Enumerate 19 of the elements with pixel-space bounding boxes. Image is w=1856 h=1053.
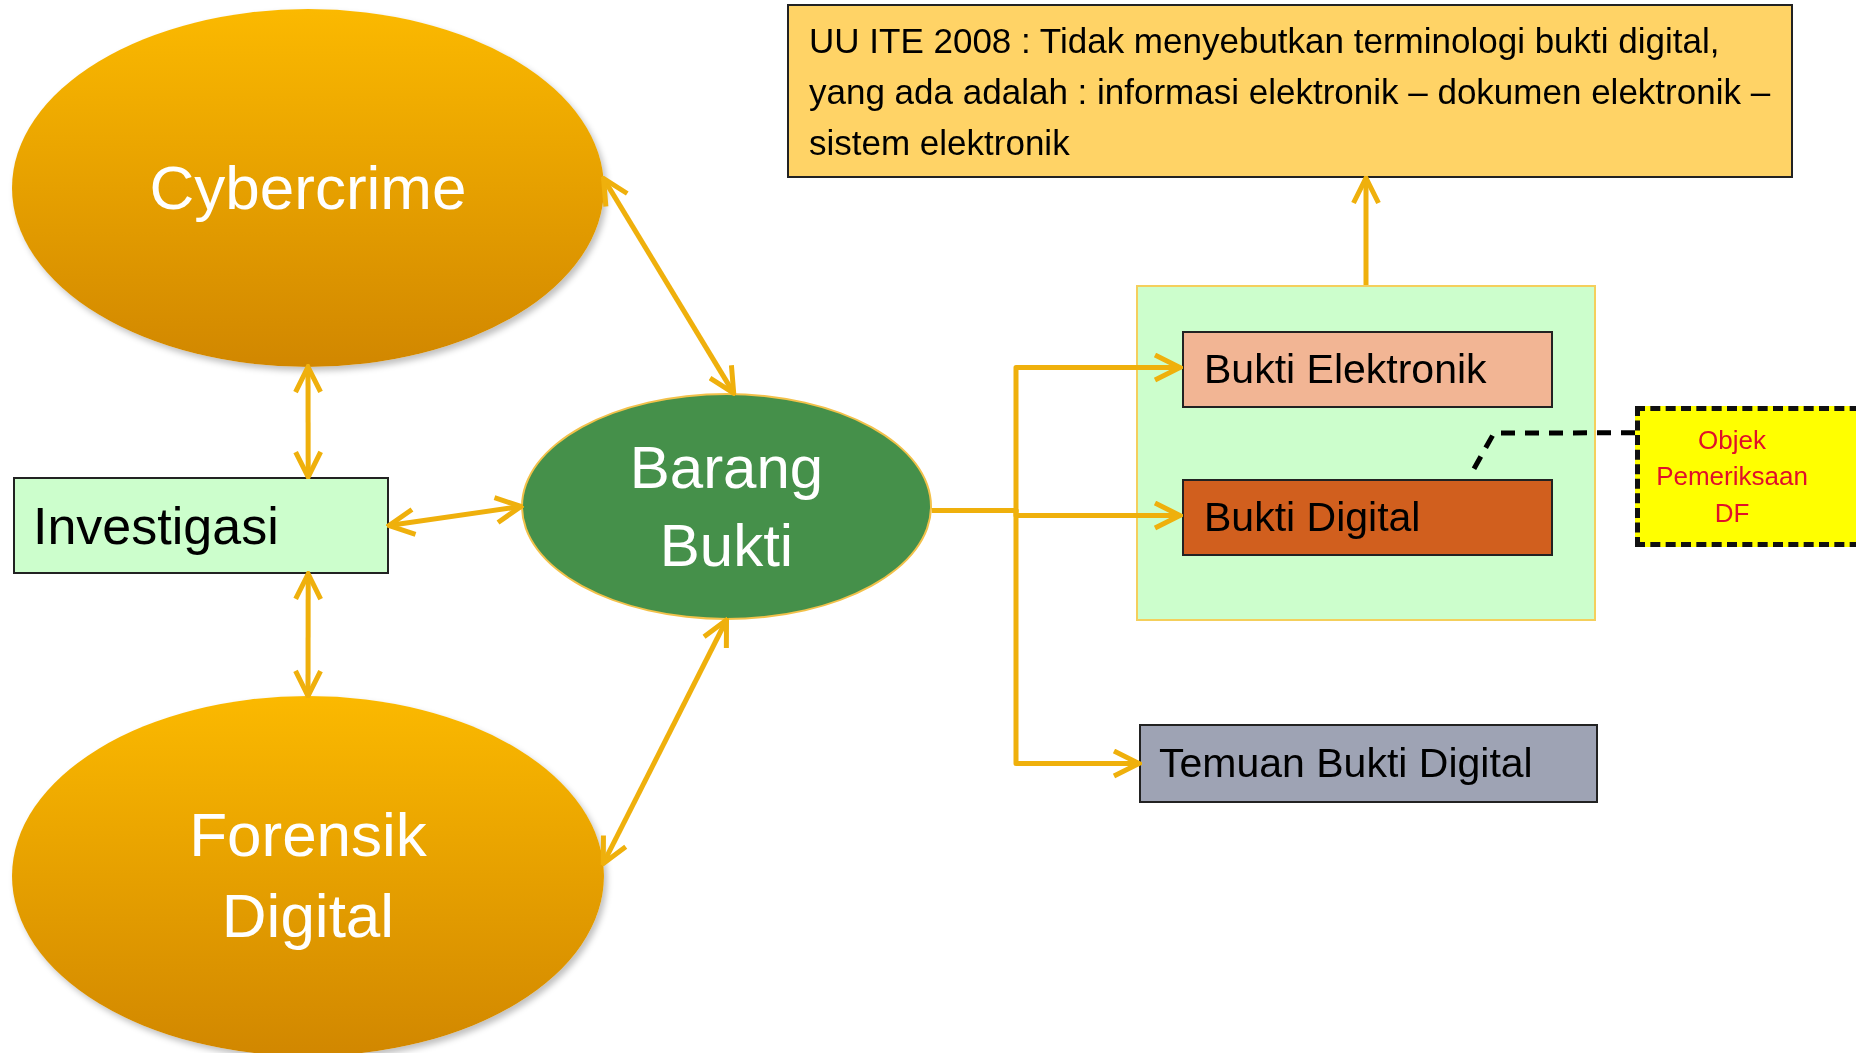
process-box [1182, 479, 1553, 556]
arrow [601, 176, 737, 396]
process-box [13, 477, 389, 574]
arrow [600, 617, 729, 866]
node-label: Bukti Digital [1204, 494, 1421, 541]
node-label: Cybercrime [149, 151, 467, 224]
callout-box [1635, 406, 1856, 547]
node-label: Barang Bukti [628, 432, 825, 581]
group-box [1136, 285, 1596, 621]
process-box [1182, 331, 1553, 408]
process-box [1139, 724, 1598, 803]
node-label: Investigasi [33, 495, 279, 556]
node-label: Temuan Bukti Digital [1159, 740, 1533, 787]
node-label: Bukti Elektronik [1204, 346, 1487, 393]
node-label: Forensik Digital [188, 799, 428, 952]
note-box [787, 4, 1793, 178]
node-label: Objek Pemeriksaan DF [1656, 423, 1808, 530]
arrow [293, 364, 324, 480]
node-label: UU ITE 2008 : Tidak menyebutkan terminologi bukti digital, yang ada adalah : informasi elektronik – dokumen elektronik – sistem elektronik [809, 20, 1771, 164]
